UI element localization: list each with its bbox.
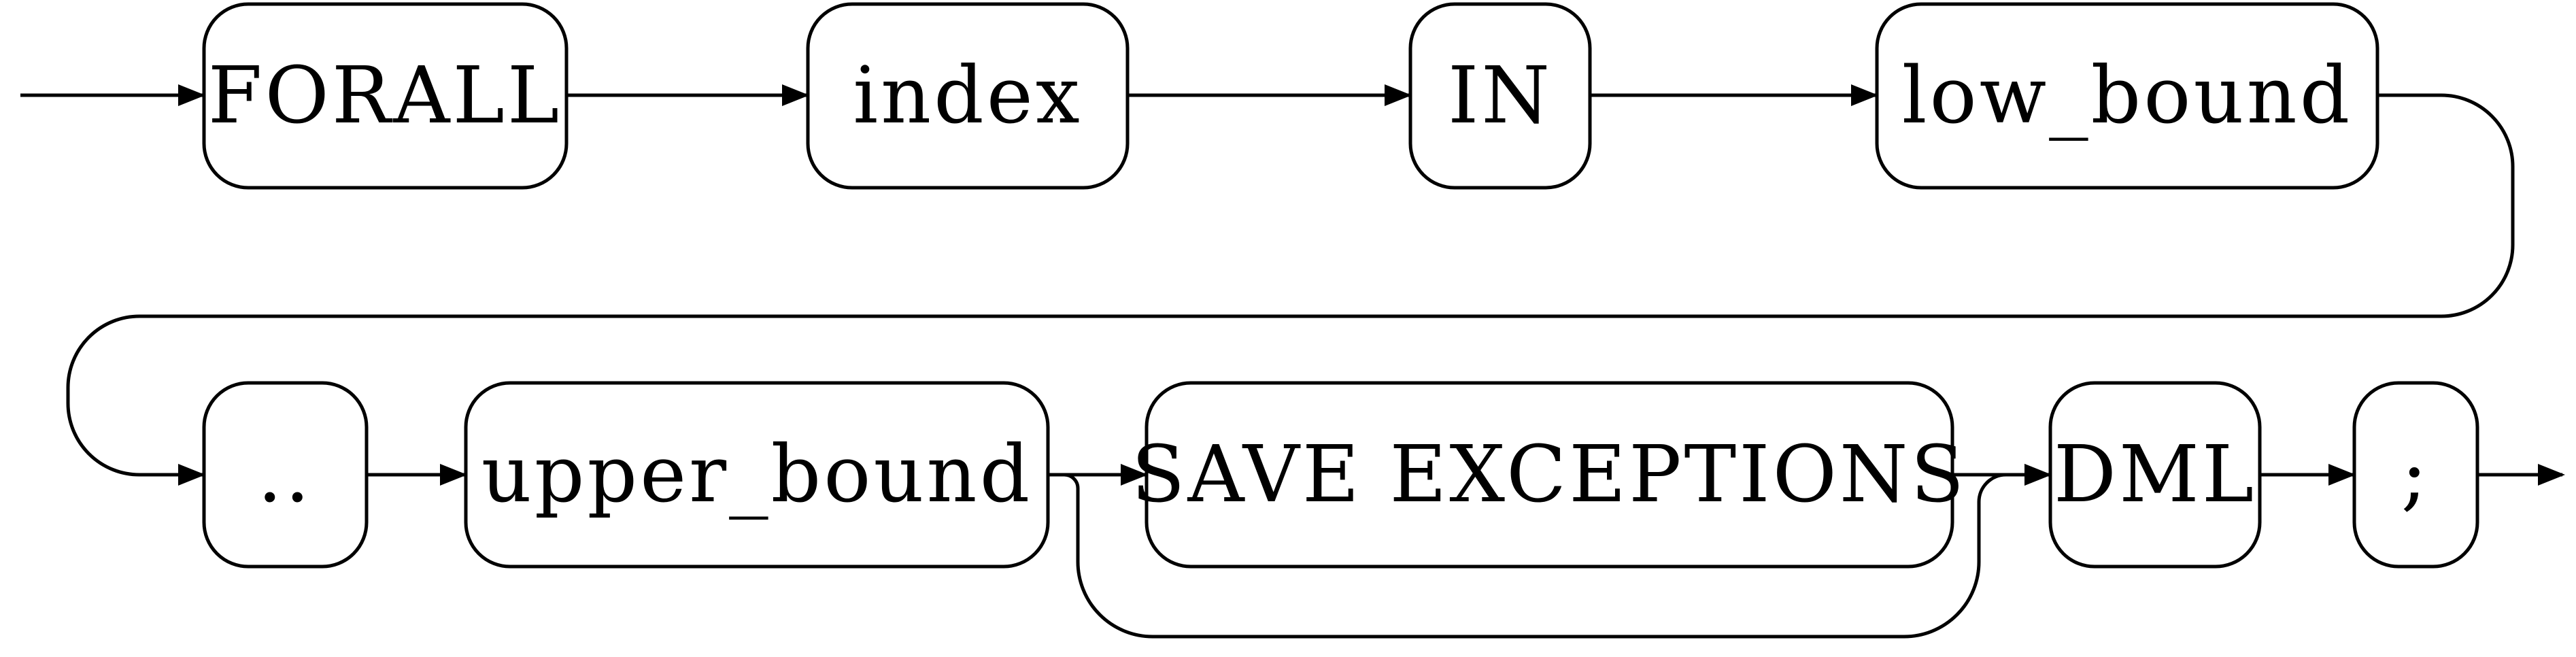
node-index: index: [806, 2, 1130, 190]
node-in-label: IN: [1448, 50, 1553, 141]
node-upper-bound-label: upper_bound: [481, 429, 1032, 520]
node-in: IN: [1408, 2, 1592, 190]
node-save-exceptions-label: SAVE EXCEPTIONS: [1132, 429, 1967, 520]
node-low-bound-label: low_bound: [1902, 50, 2353, 141]
node-dots-label: ..: [257, 429, 312, 520]
node-forall: FORALL: [202, 2, 569, 190]
edge-bypass-saveexceptions: [1048, 464, 2052, 639]
node-forall-label: FORALL: [208, 50, 562, 141]
node-upper-bound: upper_bound: [464, 381, 1050, 569]
node-save-exceptions: SAVE EXCEPTIONS: [1132, 381, 1967, 569]
node-index-label: index: [853, 50, 1082, 141]
node-semicolon-label: ;: [2401, 429, 2430, 520]
node-low-bound: low_bound: [1875, 2, 2379, 190]
node-dml: DML: [2048, 381, 2262, 569]
node-dml-label: DML: [2054, 429, 2256, 520]
node-semicolon: ;: [2352, 381, 2479, 569]
node-dots: ..: [202, 381, 369, 569]
edge-lowbound-dots: [66, 93, 2515, 486]
